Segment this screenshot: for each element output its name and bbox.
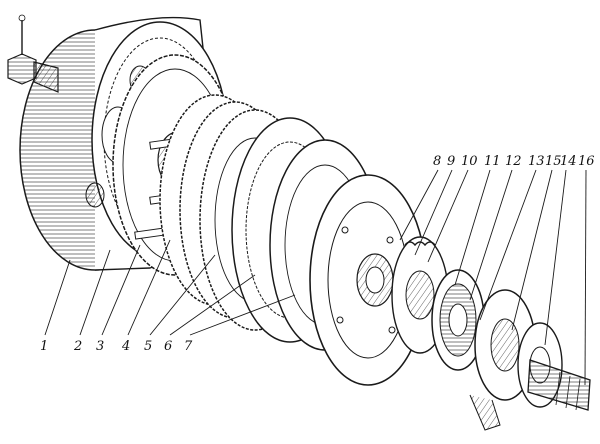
leader-lines-top	[399, 169, 587, 386]
callout-16: 16	[578, 154, 595, 169]
callout-10: 10	[461, 154, 478, 169]
callouts-bottom: 1 2 3 4 5 6 7	[40, 339, 193, 354]
hub-flange-disc	[309, 174, 427, 386]
callout-9: 9	[447, 154, 455, 169]
callouts-top: 8 9 10 11 12 13 15 14 16	[433, 154, 595, 169]
bearing-assembly	[431, 269, 485, 371]
callout-11: 11	[484, 154, 501, 169]
callout-4: 4	[121, 339, 130, 354]
callout-6: 6	[164, 339, 172, 354]
cotter-pin	[18, 14, 26, 55]
leader-lines-bottom	[44, 239, 296, 336]
callout-1: 1	[40, 339, 48, 354]
callout-8: 8	[433, 154, 441, 169]
output-shaft	[527, 359, 591, 411]
castle-nut	[7, 53, 37, 85]
callout-14: 14	[560, 154, 577, 169]
callout-13: 13	[528, 154, 545, 169]
callout-7: 7	[184, 339, 193, 354]
callout-15: 15	[545, 154, 562, 169]
callout-5: 5	[144, 339, 152, 354]
callout-2: 2	[73, 339, 82, 354]
callout-3: 3	[96, 339, 104, 354]
callout-12: 12	[505, 154, 522, 169]
